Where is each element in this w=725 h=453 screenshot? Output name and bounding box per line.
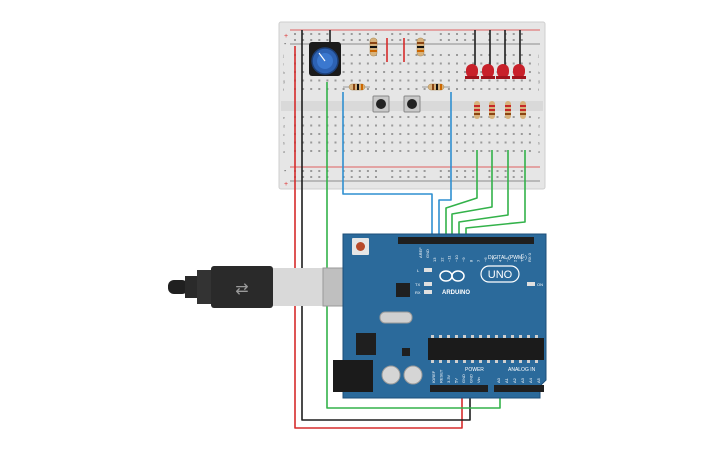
row-letter: j <box>282 54 284 58</box>
resistor <box>422 83 450 91</box>
power-pin-label: GND <box>469 374 474 383</box>
digital-pin-label: 2 <box>512 259 517 262</box>
row-letter: i <box>538 63 539 67</box>
digital-pin-label: 4 <box>498 259 503 262</box>
row-letter: a <box>283 150 285 154</box>
wire-green-led <box>451 150 493 238</box>
wire-blue-button2 <box>438 92 452 238</box>
rail-minus-bottom: - <box>284 168 287 175</box>
digital-pin-label: ~5 <box>490 257 495 262</box>
row-letter: d <box>283 125 285 129</box>
row-letter: g <box>538 80 540 84</box>
power-pin-label: 3.3V <box>446 374 451 383</box>
digital-pin-label: ~3 <box>505 257 510 262</box>
digital-pin-label: ~10 <box>454 254 459 262</box>
power-pin-label: Vin <box>476 377 481 383</box>
digital-pin-label: ~6 <box>483 257 488 262</box>
resistor <box>416 37 425 57</box>
l-label: L <box>417 268 420 273</box>
wire-green-led <box>445 150 478 238</box>
led-red <box>512 64 526 79</box>
digital-pin-label: 12 <box>439 257 444 262</box>
led-red <box>496 64 510 79</box>
power-pin-label: RESET <box>439 369 444 383</box>
brand-label: ARDUINO <box>442 290 470 296</box>
power-pin-label: GND <box>461 374 466 383</box>
rx-label: RX <box>415 290 421 295</box>
resistor <box>369 37 378 57</box>
rail-minus-top: - <box>284 41 287 48</box>
rail-plus-bottom: + <box>284 181 288 188</box>
wire-black-gnd <box>301 30 471 421</box>
power-pin-label: 5V <box>454 378 459 383</box>
row-letter: i <box>283 63 284 67</box>
power-pin-label: IOREF <box>431 370 436 383</box>
row-letter: g <box>283 80 285 84</box>
aref-label: AREF <box>418 247 423 258</box>
led-red <box>465 64 479 79</box>
row-letter: f <box>538 88 539 92</box>
row-letter: d <box>538 125 540 129</box>
potentiometer <box>309 42 341 76</box>
analog-pin-label: A4 <box>528 377 533 383</box>
analog-pin-label: A0 <box>496 377 501 383</box>
wire-blue-button1 <box>342 92 433 238</box>
row-letter: h <box>283 71 285 75</box>
row-letter: c <box>538 133 540 137</box>
push-button <box>403 95 421 113</box>
digital-header-label: DIGITAL (PWM~) <box>488 255 527 261</box>
wire-green-led <box>458 150 509 238</box>
analog-pin-label: A2 <box>512 377 517 383</box>
row-letter: f <box>283 88 284 92</box>
digital-pin-label: RX 0 <box>527 252 532 262</box>
digital-pin-label: 13 <box>432 257 437 262</box>
wire-green-led <box>465 150 526 238</box>
analog-pin-label: A1 <box>504 377 509 383</box>
row-letter: b <box>538 142 540 146</box>
power-label: POWER <box>465 367 484 373</box>
row-letter: c <box>283 133 285 137</box>
digital-pin-label: 7 <box>476 259 481 262</box>
analog-pin-label: A5 <box>536 377 541 383</box>
analog-pin-label: A3 <box>520 377 525 383</box>
led-resistors <box>474 101 526 119</box>
digital-pin-label: TX 1 <box>520 253 525 262</box>
row-letter: a <box>538 150 540 154</box>
usb-icon: ⇄ <box>235 279 248 298</box>
push-button <box>372 95 390 113</box>
arduino-logo: ARDUINO <box>439 270 470 296</box>
digital-pin-label: ~11 <box>447 255 452 262</box>
gnd-label: GND <box>425 249 430 258</box>
on-label: ON <box>537 282 543 287</box>
model-label: UNO <box>488 269 513 281</box>
rail-plus-top: + <box>284 33 288 40</box>
row-letter: e <box>283 116 285 120</box>
wire-red-5v <box>294 46 463 429</box>
digital-pin-label: ~9 <box>461 257 466 262</box>
row-letter: e <box>538 116 540 120</box>
resistor <box>343 83 370 91</box>
digital-pin-label: 8 <box>469 259 474 262</box>
analog-label: ANALOG IN <box>508 367 536 373</box>
tx-label: TX <box>415 282 420 287</box>
row-letter: j <box>537 54 539 58</box>
reset-button <box>356 242 365 251</box>
led-red <box>481 64 495 79</box>
row-letter: b <box>283 142 285 146</box>
row-letter: h <box>538 71 540 75</box>
